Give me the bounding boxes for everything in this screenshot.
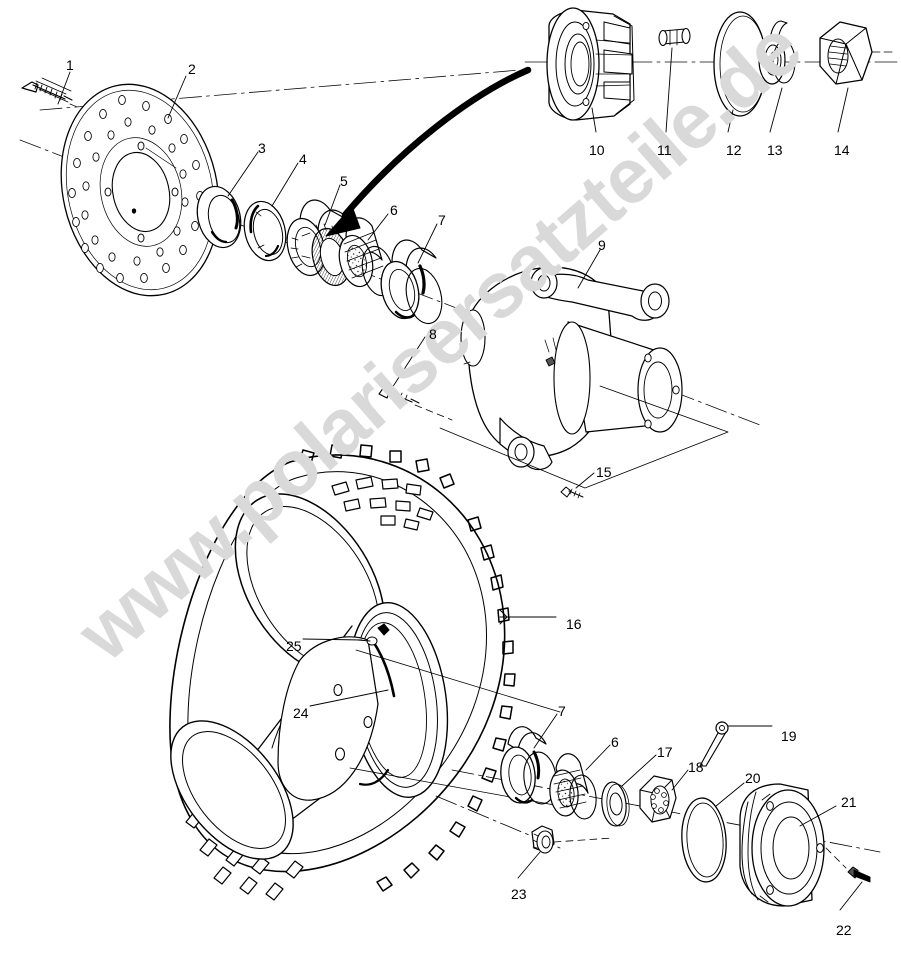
callout-flange-nut: 23 (511, 886, 527, 902)
callout-tire: 16 (566, 616, 582, 632)
callout-o-ring: 20 (745, 770, 761, 786)
callout-bushing: 13 (767, 142, 783, 158)
part-tapered-roller-bearing-rear (549, 753, 597, 820)
part-brake-disc-bolt (21, 77, 73, 103)
part-hub-cap-bolt (847, 866, 871, 883)
callout-bearing-race-rear: 7 (558, 703, 566, 719)
part-tapered-roller-bearing (338, 217, 395, 297)
callout-bearing-cone: 5 (340, 173, 348, 189)
part-cotter-pin (699, 721, 729, 767)
part-hex-nut (819, 21, 897, 85)
part-thrust-washer (601, 781, 630, 827)
callout-hub-cap: 21 (841, 794, 857, 810)
callout-castle-nut: 18 (688, 759, 704, 775)
callout-hub-cap-bolt: 22 (836, 922, 852, 938)
part-knuckle-bolt (378, 386, 420, 404)
callout-tapered-roller-bearing: 6 (390, 202, 398, 218)
callout-washer: 12 (726, 142, 742, 158)
part-bushing (758, 20, 796, 85)
part-bearing-cone (286, 199, 351, 287)
part-hub-seal (196, 185, 242, 249)
callout-knuckle-bolt: 8 (429, 326, 437, 342)
callout-thrust-washer: 17 (657, 744, 673, 760)
part-retaining-ring (243, 200, 287, 262)
callout-brake-disc: 2 (188, 61, 196, 77)
callout-brake-disc-bolt: 1 (66, 57, 74, 73)
callout-tapered-roller-bearing-rear: 6 (611, 734, 619, 750)
part-flange-nut (531, 825, 613, 854)
part-hub-flange (546, 7, 635, 121)
part-brake-disc (60, 83, 220, 297)
callout-steering-knuckle: 9 (598, 237, 606, 253)
callout-hub-flange: 10 (589, 142, 605, 158)
callout-grease-fitting: 15 (596, 464, 612, 480)
part-o-ring (681, 797, 727, 883)
callout-hex-nut: 14 (834, 142, 850, 158)
part-steering-knuckle (460, 266, 683, 471)
part-hub-stud-pin (658, 27, 691, 47)
callout-hub-stud-pin: 11 (657, 142, 672, 158)
part-washer (713, 11, 767, 117)
callout-retaining-ring: 4 (299, 151, 307, 167)
callout-bearing-race: 7 (438, 212, 446, 228)
part-grease-fitting (560, 486, 584, 499)
callout-cotter-pin: 19 (781, 728, 797, 744)
part-wheel-rim (170, 602, 449, 860)
callout-wheel-rim: 24 (293, 705, 309, 721)
part-hub-cap (739, 783, 825, 907)
callout-valve-stem: 25 (286, 638, 302, 654)
part-castle-nut (639, 775, 677, 823)
part-bearing-race (380, 239, 443, 325)
callout-hub-seal: 3 (258, 140, 266, 156)
